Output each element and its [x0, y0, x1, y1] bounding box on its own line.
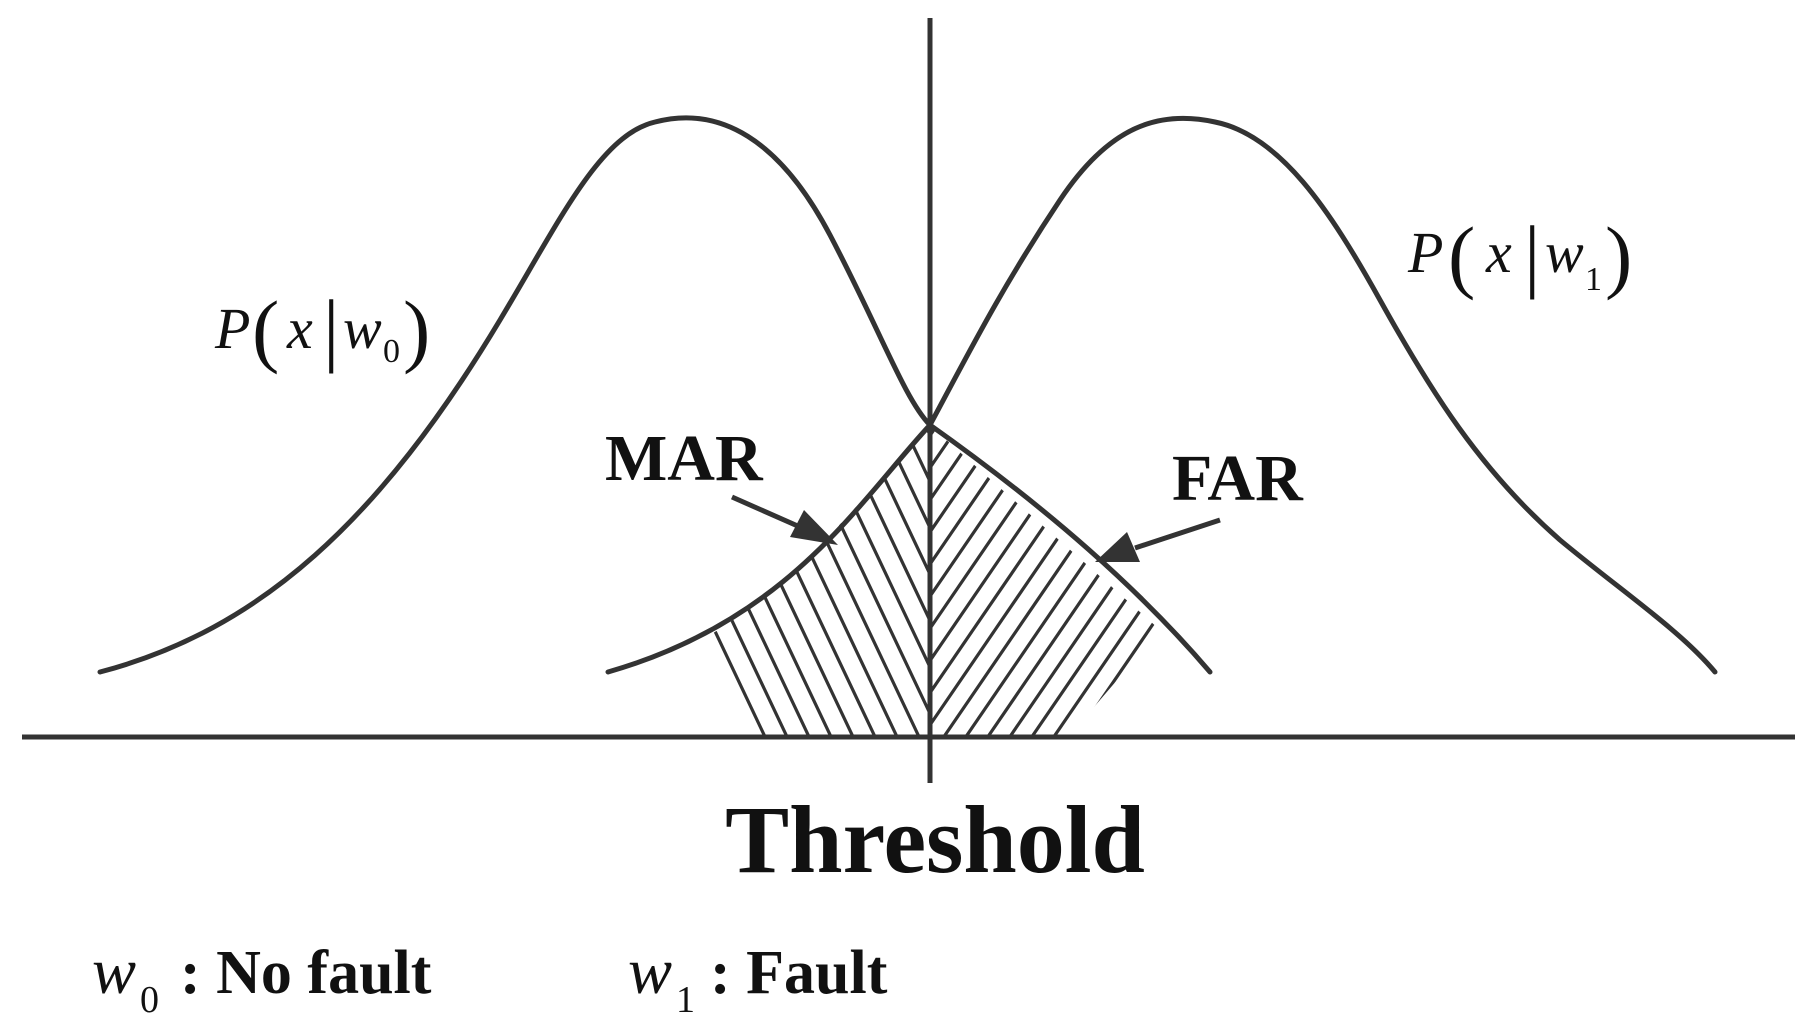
- mar-hatch-line: [1278, 380, 1458, 760]
- legend-w1-subscript: 1: [676, 979, 695, 1021]
- mar-hatch-line: [1102, 380, 1282, 760]
- mar-hatch-line: [1190, 380, 1370, 760]
- far-hatch-line: [992, 425, 1160, 735]
- mar-hatch-line: [376, 380, 556, 760]
- label-x: x: [1485, 220, 1512, 285]
- far-hatch-line: [1390, 380, 1650, 760]
- label-close-paren: ): [403, 284, 430, 375]
- mar-hatch-line: [288, 380, 468, 760]
- mar-hatch-line: [1080, 380, 1260, 760]
- far-hatch-line: [1368, 380, 1628, 760]
- mar-hatch-line: [710, 425, 778, 735]
- label-p: P: [214, 296, 250, 361]
- far-hatch-line: [930, 425, 992, 735]
- far-hatch-line: [1434, 380, 1694, 760]
- mar-hatch-line: [200, 380, 380, 760]
- far-hatch-line: [1214, 380, 1474, 760]
- far-hatch-line: [1258, 380, 1518, 760]
- label-x: x: [286, 296, 313, 361]
- far-hatch-line: [930, 425, 1102, 735]
- label-close-paren: ): [1605, 210, 1632, 301]
- far-hatch-line: [1280, 380, 1540, 760]
- mar-hatch-line: [1212, 380, 1392, 760]
- far-arrow-head: [1095, 532, 1140, 562]
- mar-hatch-line: [992, 380, 1172, 760]
- mar-hatch-line: [1168, 380, 1348, 760]
- label-bar: |: [1524, 209, 1540, 300]
- mar-hatch-line: [398, 380, 578, 760]
- mar-label: MAR: [605, 422, 764, 495]
- far-hatch-line: [1014, 425, 1160, 735]
- mar-hatch-line: [1058, 380, 1238, 760]
- legend-no-fault-text: : No fault: [180, 939, 432, 1007]
- mar-hatch-line: [1146, 380, 1326, 760]
- label-open-paren: (: [252, 284, 279, 375]
- label-bar: |: [323, 283, 339, 374]
- far-hatch-line: [948, 425, 1160, 735]
- far-hatch-line: [1036, 425, 1160, 735]
- far-hatched-region: [930, 380, 1738, 760]
- far-hatch-line: [1170, 380, 1430, 760]
- far-hatch-line: [1236, 380, 1496, 760]
- mar-hatch-line: [1256, 380, 1436, 760]
- legend-w0-subscript: 0: [140, 979, 159, 1021]
- mar-hatch-line: [354, 380, 534, 760]
- legend-w1-symbol: w: [628, 935, 672, 1008]
- far-arrow-shaft: [1134, 517, 1221, 551]
- mar-arrow-head: [790, 510, 838, 545]
- mar-hatch-line: [748, 425, 930, 735]
- label-w: w: [1545, 220, 1584, 285]
- far-hatch-line: [1124, 425, 1160, 735]
- far-hatch-line: [970, 425, 1160, 735]
- far-hatch-line: [1412, 380, 1672, 760]
- far-label: FAR: [1172, 442, 1304, 515]
- fault-distribution-curve: [927, 115, 1718, 675]
- mar-hatch-line: [442, 380, 622, 760]
- mar-hatch-line: [222, 380, 402, 760]
- mar-hatch-line: [1014, 380, 1194, 760]
- mar-hatch-line: [970, 380, 1150, 760]
- label-p: P: [1407, 220, 1443, 285]
- legend-fault-text: : Fault: [710, 939, 888, 1007]
- far-hatch-line: [1058, 425, 1160, 735]
- mar-hatch-line: [310, 380, 490, 760]
- mar-hatched-region: [200, 380, 1458, 760]
- no-fault-distribution-curve: [97, 115, 933, 675]
- far-hatch-line: [1146, 425, 1160, 735]
- far-hatch-line: [930, 425, 1146, 735]
- far-hatch-line: [1478, 380, 1738, 760]
- label-w: w: [343, 296, 382, 361]
- threshold-label: Threshold: [725, 786, 1145, 893]
- far-hatch-line: [1324, 380, 1584, 760]
- fault-curve-label: P ( x | w 1 ): [1407, 209, 1632, 301]
- mar-hatch-line: [710, 425, 800, 735]
- mar-hatch-line: [1124, 380, 1304, 760]
- far-hatch-line: [930, 425, 1124, 735]
- mar-arrow-shaft: [730, 494, 802, 530]
- legend-w0-symbol: w: [92, 935, 136, 1008]
- legend: w 0 : No fault w 1 : Fault: [92, 935, 888, 1021]
- no-fault-curve-label: P ( x | w 0 ): [214, 283, 430, 375]
- far-hatch-line: [1456, 380, 1716, 760]
- far-hatch-line: [1080, 425, 1160, 735]
- label-subscript: 0: [383, 333, 400, 370]
- far-hatch-line: [1302, 380, 1562, 760]
- far-hatch-line: [1102, 425, 1160, 735]
- far-hatch-line: [930, 425, 1160, 735]
- far-hatch-line: [1346, 380, 1606, 760]
- mar-hatch-line: [244, 380, 424, 760]
- mar-hatch-line: [420, 380, 600, 760]
- label-subscript: 1: [1585, 261, 1602, 298]
- mar-hatch-line: [1036, 380, 1216, 760]
- mar-hatch-line: [1234, 380, 1414, 760]
- label-open-paren: (: [1448, 210, 1475, 301]
- mar-hatch-line: [948, 380, 1128, 760]
- far-hatch-line: [1192, 380, 1452, 760]
